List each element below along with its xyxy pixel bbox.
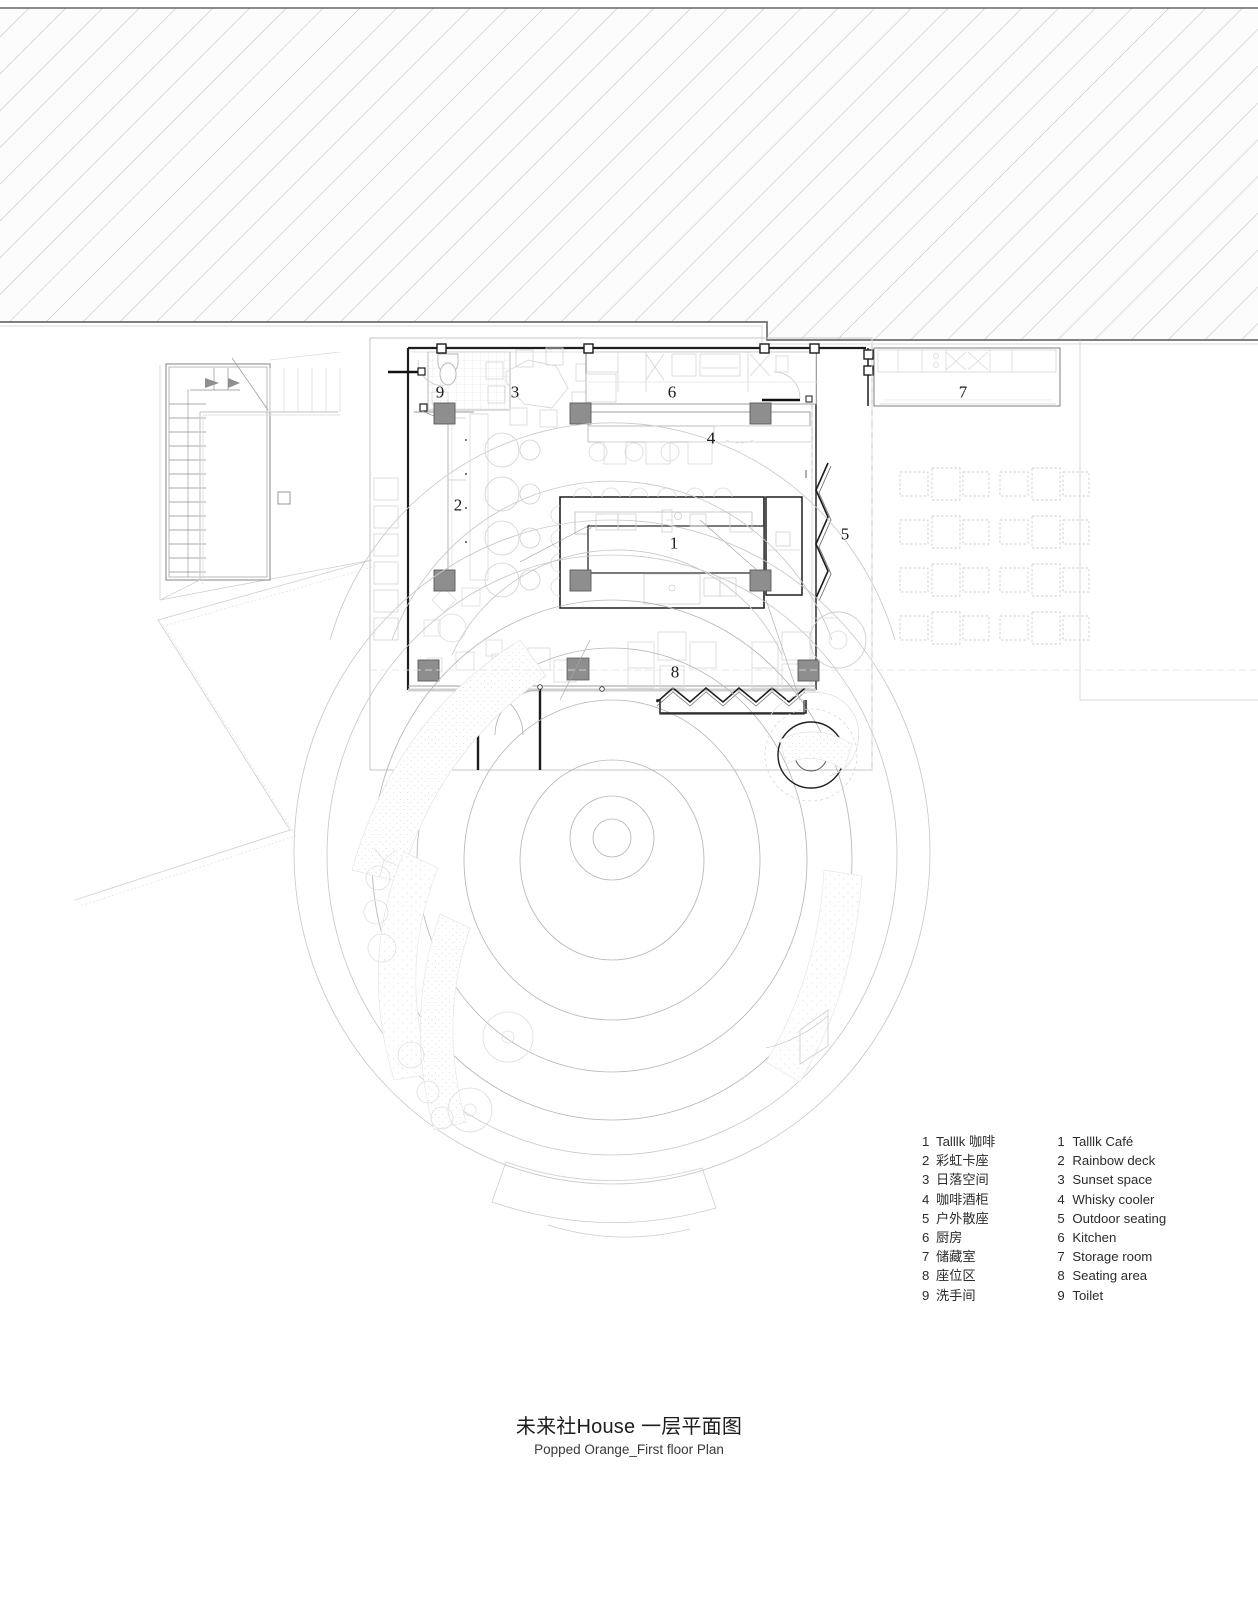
legend-text: Whisky cooler xyxy=(1072,1191,1155,1207)
room-number-8: 8 xyxy=(670,662,680,682)
room-kitchen xyxy=(585,351,818,465)
south-deck-shape xyxy=(659,700,805,715)
legend-text: 日落空间 xyxy=(936,1172,989,1188)
legend-item-en-9: 9 Toilet xyxy=(1057,1286,1166,1305)
site-boundary-line xyxy=(74,559,377,907)
lower-terrace-plates xyxy=(491,1009,829,1238)
legend-item-en-6: 6 Kitchen xyxy=(1057,1228,1166,1247)
room-number-7: 7 xyxy=(958,382,968,402)
legend-num: 4 xyxy=(922,1191,930,1207)
drawing-title-english: Popped Orange_First floor Plan xyxy=(534,1442,724,1457)
site-hatch-band xyxy=(0,7,1258,345)
legend-num: 5 xyxy=(1057,1210,1065,1226)
legend-item-cn-8: 8 座位区 xyxy=(922,1266,995,1285)
room-number-9: 9 xyxy=(435,382,445,402)
legend-text: 厨房 xyxy=(936,1230,963,1246)
title-block: 未来社House 一层平面图 Popped Orange_First floor… xyxy=(0,1414,1258,1459)
legend-item-en-5: 5 Outdoor seating xyxy=(1057,1209,1166,1228)
legend-num: 4 xyxy=(1057,1191,1065,1207)
legend-item-en-7: 7 Storage room xyxy=(1057,1247,1166,1266)
outdoor-seating-grid xyxy=(899,467,1090,645)
legend-num: 7 xyxy=(1057,1249,1065,1265)
legend-text: 座位区 xyxy=(936,1268,976,1284)
door-symbols xyxy=(762,371,813,478)
leader-lines xyxy=(559,599,801,701)
legend-item-cn-6: 6 厨房 xyxy=(922,1228,995,1247)
seating-marker xyxy=(566,657,590,681)
legend-num: 3 xyxy=(922,1172,930,1188)
legend-num: 3 xyxy=(1057,1172,1065,1188)
planting-beds xyxy=(351,639,863,1131)
legend-num: 9 xyxy=(922,1287,930,1303)
legend-text: Toilet xyxy=(1072,1287,1104,1303)
room-number-1: 1 xyxy=(669,533,679,553)
legend-num: 1 xyxy=(1057,1134,1065,1149)
legend-text: Sunset space xyxy=(1072,1172,1153,1188)
room-number-4: 4 xyxy=(706,428,716,448)
circular-terrace xyxy=(371,599,853,1121)
legend-text: Talllk Café xyxy=(1072,1134,1134,1149)
room-number-2: 2 xyxy=(453,495,463,515)
legend-item-cn-5: 5 户外散座 xyxy=(922,1209,995,1228)
room-number-3: 3 xyxy=(510,382,520,402)
garden-trees xyxy=(363,847,534,1133)
legend-num: 2 xyxy=(1057,1153,1065,1169)
legend-num: 1 xyxy=(922,1134,930,1149)
drawing-title-chinese: 未来社House 一层平面图 xyxy=(515,1416,743,1438)
legend-num: 6 xyxy=(922,1230,930,1246)
legend-num: 2 xyxy=(922,1153,930,1169)
legend-item-en-4: 4 Whisky cooler xyxy=(1057,1190,1166,1209)
exterior-stair xyxy=(159,351,341,601)
structural-columns xyxy=(417,402,820,682)
legend-item-cn-3: 3 日落空间 xyxy=(922,1170,995,1189)
legend-num: 8 xyxy=(1057,1268,1065,1284)
room-toilet xyxy=(388,351,511,417)
legend-text: Kitchen xyxy=(1072,1230,1117,1246)
legend-item-cn-4: 4 咖啡酒柜 xyxy=(922,1190,995,1209)
room-cafe-bar xyxy=(519,487,803,609)
legend-num: 5 xyxy=(922,1210,930,1226)
legend-text: 洗手间 xyxy=(936,1287,976,1303)
upper-tree-planter xyxy=(809,611,867,669)
legend-text: Rainbow deck xyxy=(1072,1153,1156,1169)
room-number-5: 5 xyxy=(840,524,850,544)
room-number-6: 6 xyxy=(667,382,677,402)
legend-text: 咖啡酒柜 xyxy=(936,1191,989,1207)
legend-num: 8 xyxy=(922,1268,930,1284)
legend-item-en-8: 8 Seating area xyxy=(1057,1266,1166,1285)
window-markers xyxy=(436,343,820,354)
legend-item-cn-7: 7 储藏室 xyxy=(922,1247,995,1266)
centre-axis-lines xyxy=(370,338,1258,770)
zigzag-rail-south xyxy=(656,687,806,707)
legend-item-cn-1: 1 Talllk 咖啡 xyxy=(922,1132,995,1151)
legend-column-english: 1 Talllk Café 2 Rainbow deck 3 Sunset space… xyxy=(1057,1132,1166,1305)
terrace-outer-rings xyxy=(293,422,931,1185)
legend-text: Talllk 咖啡 xyxy=(936,1134,996,1149)
legend-item-en-3: 3 Sunset space xyxy=(1057,1170,1166,1189)
legend-text: Outdoor seating xyxy=(1072,1210,1167,1226)
legend-text: Seating area xyxy=(1072,1268,1148,1284)
legend-text: 户外散座 xyxy=(936,1210,989,1226)
legend-text: 储藏室 xyxy=(936,1249,976,1265)
legend-text: Storage room xyxy=(1072,1249,1153,1265)
legend-column-chinese: 1 Talllk 咖啡 2 彩虹卡座 3 日落空间 4 咖啡酒柜 5 户外散座 6 厨房 7… xyxy=(922,1132,995,1305)
legend: 1 Talllk 咖啡 2 彩虹卡座 3 日落空间 4 咖啡酒柜 5 户外散座 6 厨房 7… xyxy=(922,1132,1166,1305)
zigzag-screen xyxy=(815,462,832,602)
legend-item-en-1: 1 Talllk Café xyxy=(1057,1132,1166,1151)
legend-text: 彩虹卡座 xyxy=(936,1153,989,1169)
legend-item-en-2: 2 Rainbow deck xyxy=(1057,1151,1166,1170)
legend-item-cn-9: 9 洗手间 xyxy=(922,1286,995,1305)
room-rainbow-deck xyxy=(423,413,541,673)
legend-num: 6 xyxy=(1057,1230,1065,1246)
west-bench-strip xyxy=(373,477,399,641)
legend-num: 9 xyxy=(1057,1287,1065,1303)
legend-item-cn-2: 2 彩虹卡座 xyxy=(922,1151,995,1170)
legend-num: 7 xyxy=(922,1249,930,1265)
room-storage xyxy=(863,347,1061,407)
